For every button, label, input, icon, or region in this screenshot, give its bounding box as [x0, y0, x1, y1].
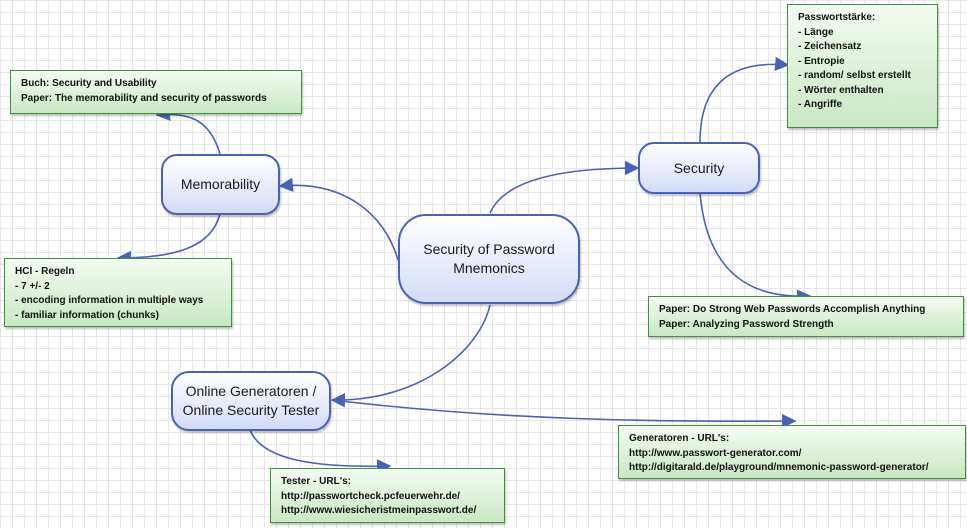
node-memorability[interactable]: Memorability	[161, 154, 280, 215]
note-tester-line: Tester - URL's:	[281, 476, 351, 487]
note-tester-line: http://www.wiesicheristmeinpasswort.de/	[281, 505, 477, 516]
note-hci-line: - 7 +/- 2	[15, 280, 50, 292]
note-books-line: Buch: Security and Usability	[21, 78, 157, 89]
connector-security-papers	[699, 192, 812, 304]
node-security-label: Security	[673, 159, 725, 176]
connector-online-tester	[249, 429, 392, 474]
note-strength-line: - Länge	[798, 26, 834, 38]
connector-center-online	[330, 304, 491, 408]
note-generators: Generatoren - URL's: http://www.passwort…	[618, 425, 966, 479]
note-strength-line: - random/ selbst erstellt	[798, 70, 911, 81]
note-strength-line: - Angriffe	[798, 99, 843, 110]
connector-memorability-books	[155, 106, 221, 155]
note-strength-line: - Zeichensatz	[798, 41, 862, 52]
note-generators-line: http://www.passwort-generator.com/	[629, 447, 802, 459]
note-strength-line: - Wörter enthalten	[798, 84, 884, 96]
connector-center-memorability	[278, 177, 399, 261]
node-online[interactable]: Online Generatoren / Online Security Tes…	[171, 371, 331, 431]
connector-center-security	[489, 160, 640, 214]
node-online-label: Online Generatoren / Online Security Tes…	[182, 383, 320, 418]
connector-online-generators	[331, 399, 797, 429]
node-center[interactable]: Security of Password Mnemonics	[398, 214, 580, 304]
note-strength: Passwortstärke: - Länge - Zeichensatz - …	[787, 4, 938, 128]
node-memorability-label: Memorability	[180, 176, 261, 192]
connector-security-strength	[699, 56, 790, 143]
note-tester: Tester - URL's: http://passwortcheck.pcf…	[270, 468, 505, 523]
note-strength-line: Passwortstärke:	[798, 12, 876, 23]
note-papers-line: Paper: Analyzing Password Strength	[659, 318, 834, 330]
note-generators-line: Generatoren - URL's:	[629, 433, 730, 444]
note-tester-line: http://passwortcheck.pcfeuerwehr.de/	[281, 490, 460, 502]
node-center-label: Security of Password Mnemonics	[423, 241, 555, 276]
note-papers: Paper: Do Strong Web Passwords Accomplis…	[648, 296, 964, 337]
note-books-line: Paper: The memorability and security of …	[21, 92, 267, 104]
note-hci-line: - encoding information in multiple ways	[15, 295, 204, 306]
node-security[interactable]: Security	[638, 142, 760, 194]
note-generators-line: http://digitarald.de/playground/mnemonic…	[629, 462, 929, 473]
note-strength-line: - Entropie	[798, 55, 845, 67]
note-hci-line: - familiar information (chunks)	[15, 309, 159, 321]
note-books: Buch: Security and Usability Paper: The …	[10, 70, 302, 114]
note-papers-line: Paper: Do Strong Web Passwords Accomplis…	[659, 304, 926, 315]
connector-memorability-hci	[116, 213, 221, 266]
note-hci: HCI - Regeln - 7 +/- 2 - encoding inform…	[4, 258, 232, 327]
note-hci-line: HCI - Regeln	[15, 266, 75, 277]
